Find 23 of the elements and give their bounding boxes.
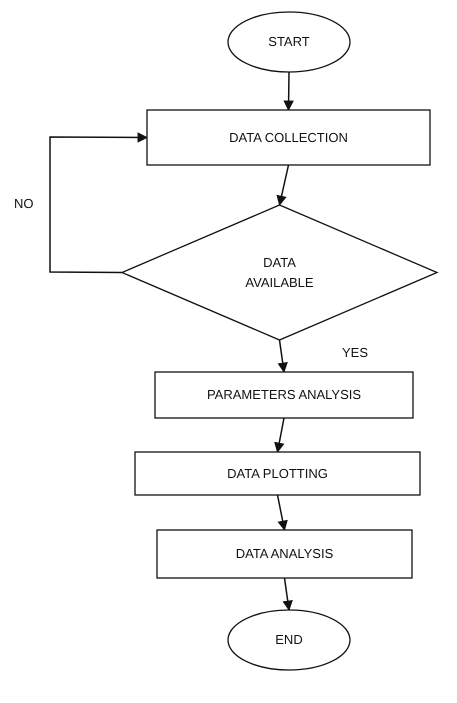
arrow bbox=[276, 494, 288, 532]
node-label: DATA PLOTTING bbox=[227, 464, 328, 483]
process-box bbox=[147, 110, 430, 165]
edge-label: YES bbox=[340, 345, 370, 360]
arrow bbox=[49, 132, 148, 274]
terminal-ellipse bbox=[228, 610, 350, 670]
edge-label: NO bbox=[12, 196, 36, 211]
node-label: DATA AVAILABLE bbox=[244, 254, 315, 292]
arrow bbox=[283, 72, 294, 112]
process-box bbox=[155, 372, 413, 418]
process-box bbox=[157, 530, 412, 578]
node-label: DATA COLLECTION bbox=[229, 128, 348, 147]
terminal-ellipse bbox=[228, 12, 350, 72]
node-label: PARAMETERS ANALYSIS bbox=[206, 386, 362, 404]
arrow bbox=[277, 340, 288, 374]
process-box bbox=[135, 452, 420, 495]
node-label: END bbox=[275, 631, 303, 650]
node-label: START bbox=[268, 33, 310, 52]
arrow bbox=[276, 164, 290, 206]
node-label: DATA ANALYSIS bbox=[236, 545, 334, 564]
decision-diamond bbox=[122, 205, 437, 340]
arrow bbox=[282, 578, 293, 612]
arrow bbox=[274, 418, 285, 454]
